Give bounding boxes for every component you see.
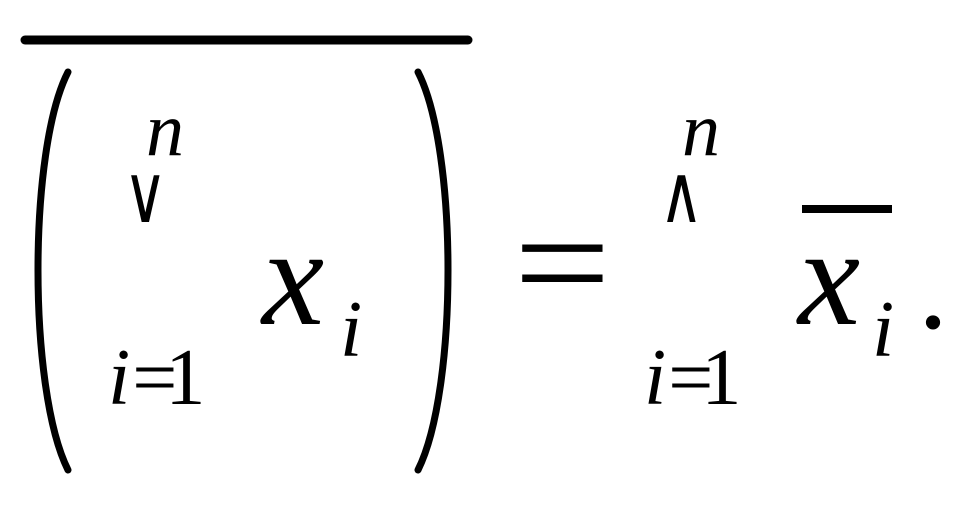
rhs-variable-subscript: i [872,286,895,374]
right-parenthesis [414,68,452,474]
rhs-lower-limit: i=1 [644,338,741,418]
rhs-wedge-operator-icon: ∧ [659,152,704,240]
lhs-variable-subscript: i [340,286,363,374]
left-parenthesis [34,68,72,474]
lhs-upper-limit: n [146,88,184,172]
rhs-lower-value: 1 [701,334,742,422]
rhs-upper-limit: n [682,88,720,172]
terminating-period: . [918,221,948,354]
lhs-lower-equals: = [132,334,178,422]
lhs-lower-index: i [108,334,131,422]
lhs-vee-operator-icon: ∨ [123,152,168,240]
lhs-variable: x [262,200,325,355]
rhs-lower-index: i [644,334,667,422]
main-equals-sign: = [513,180,611,346]
rhs-variable: x [798,200,861,355]
lhs-lower-value: 1 [165,334,206,422]
lhs-lower-limit: i=1 [108,338,205,418]
rhs-lower-equals: = [668,334,714,422]
